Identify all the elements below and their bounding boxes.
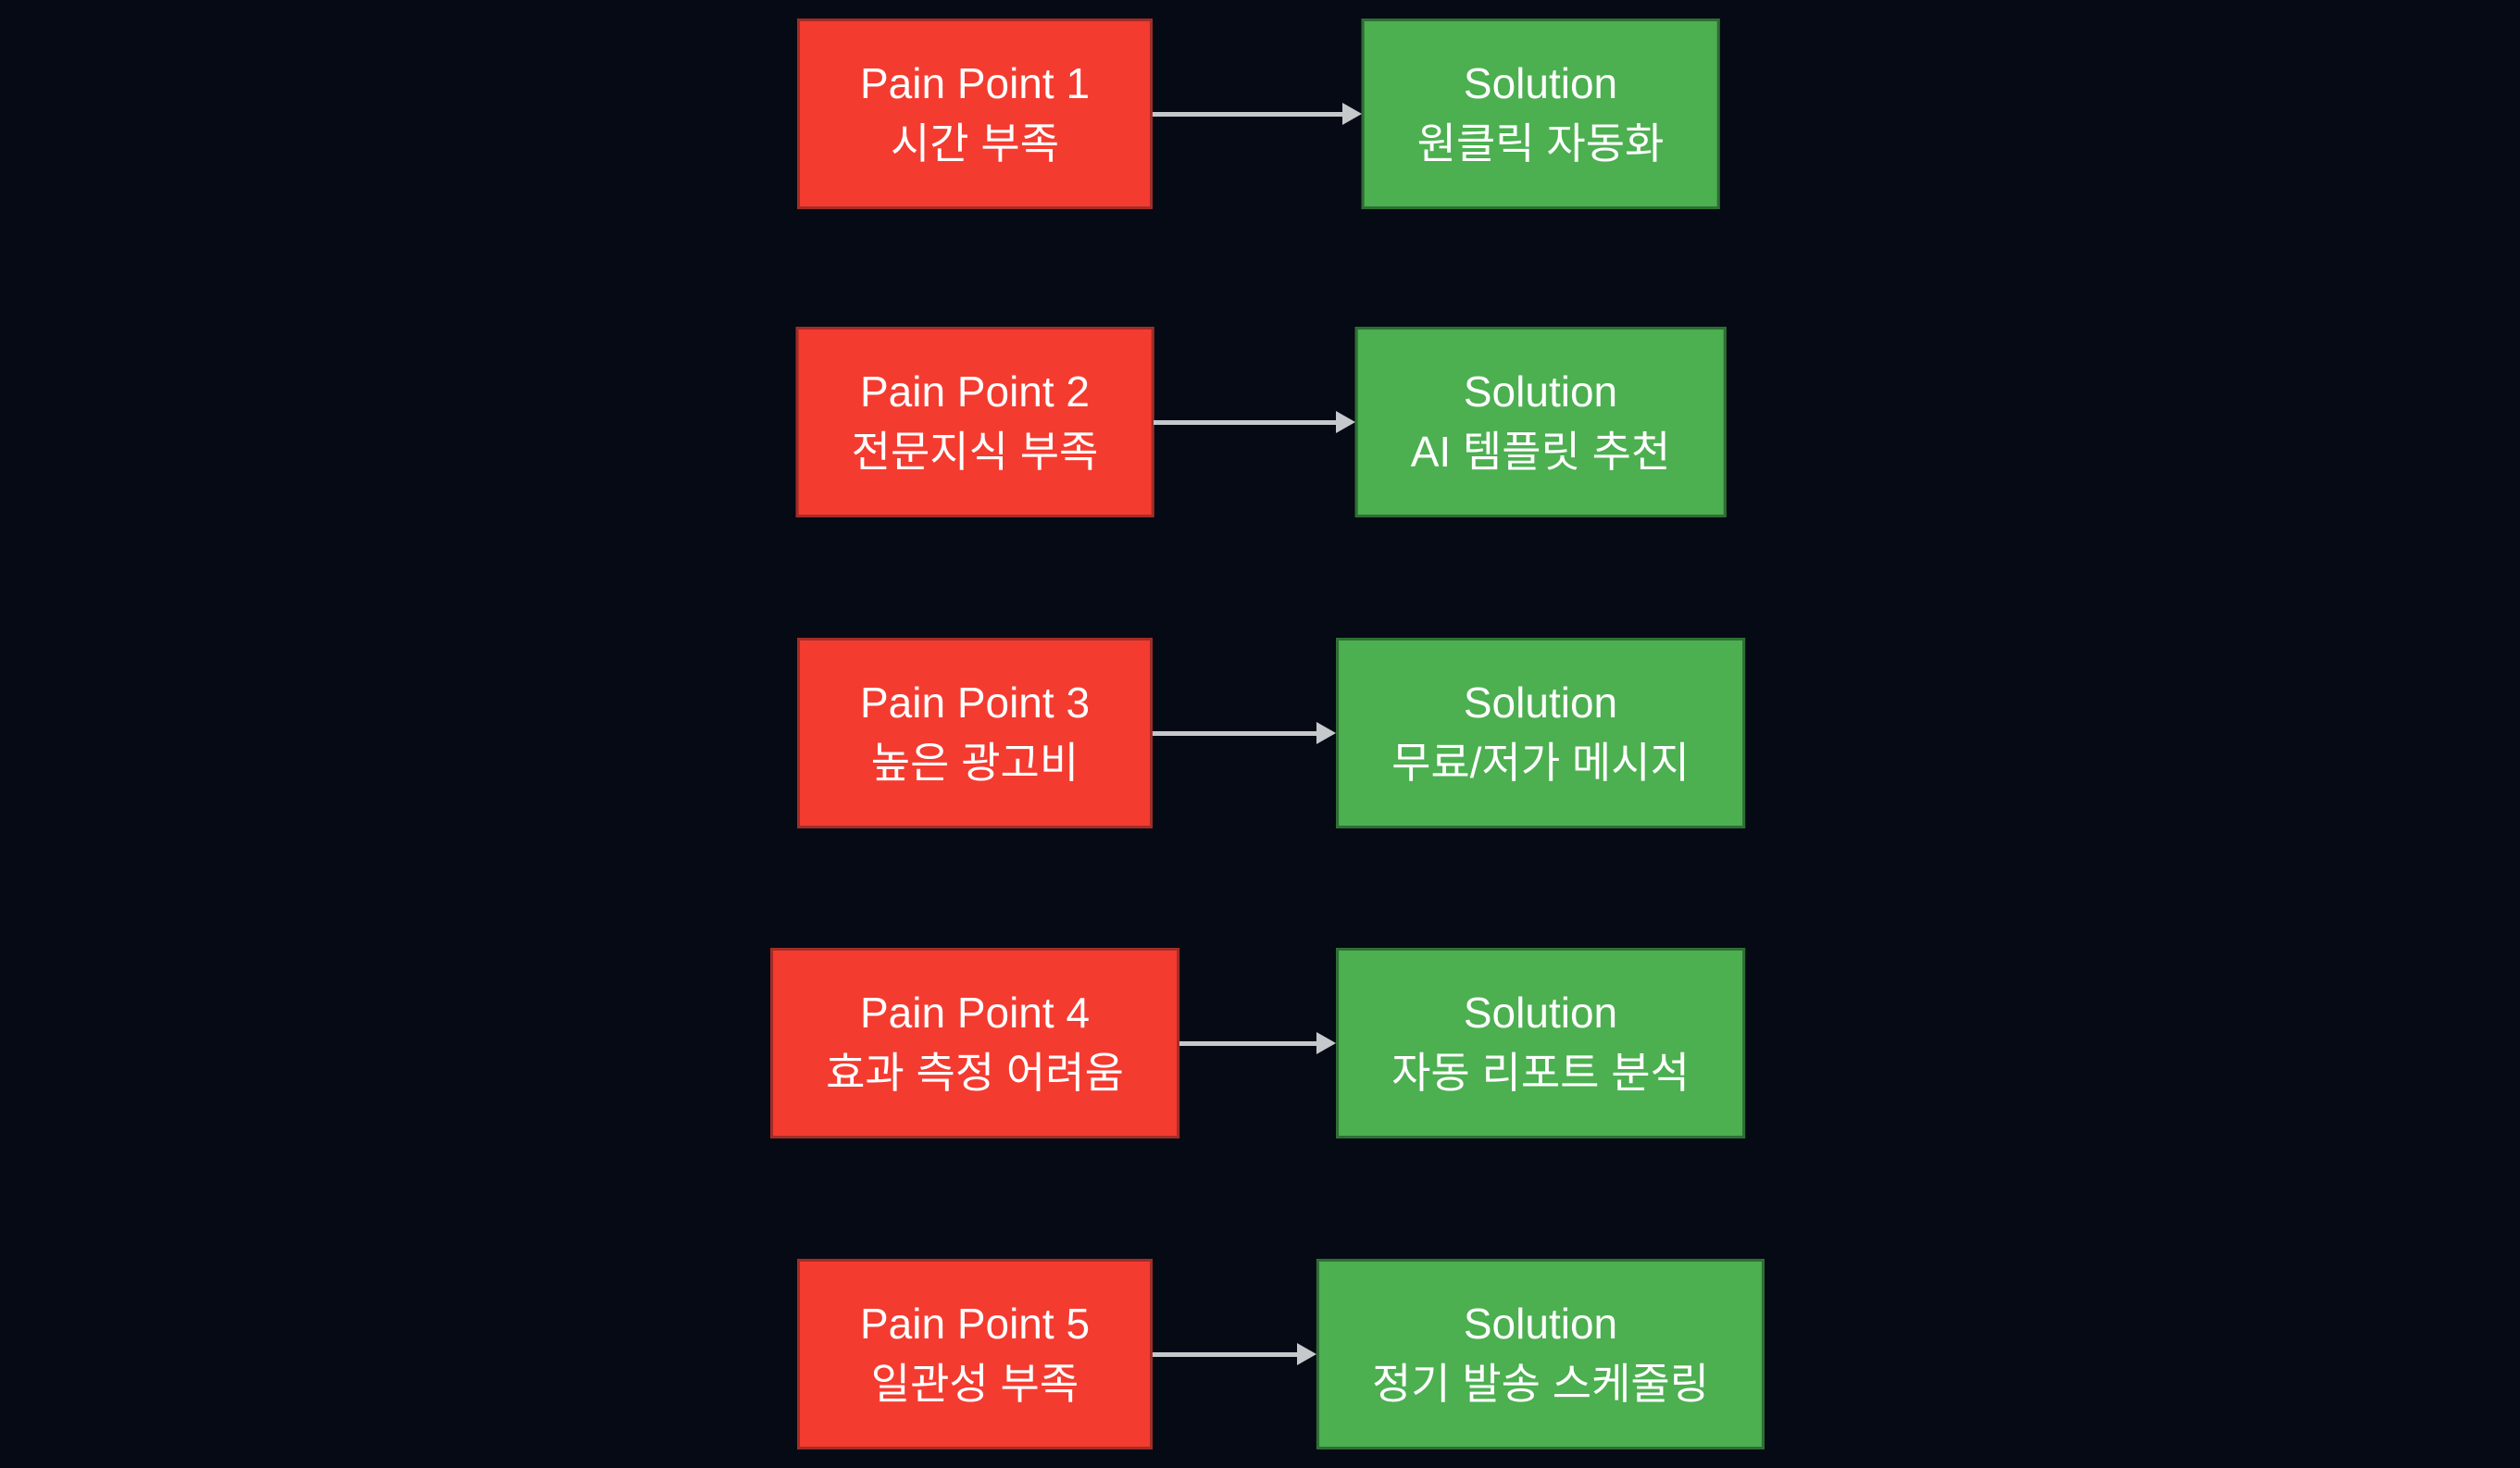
arrow-head-icon <box>1316 722 1337 744</box>
pain-point-title: Pain Point 1 <box>859 59 1091 107</box>
pain-point-title: Pain Point 5 <box>859 1300 1091 1348</box>
connector-arrow <box>1153 103 1362 125</box>
arrow-head-icon <box>1341 103 1362 125</box>
pain-point-box: Pain Point 5 일관성 부족 <box>797 1259 1153 1449</box>
arrow-line <box>1153 1351 1297 1357</box>
arrow-line <box>1154 419 1336 425</box>
solution-subtitle: 정기 발송 스케줄링 <box>1371 1360 1710 1408</box>
solution-title: Solution <box>1463 59 1618 107</box>
arrow-line <box>1179 1040 1317 1046</box>
solution-box: Solution 무료/저가 메시지 <box>1336 638 1745 828</box>
solution-title: Solution <box>1463 678 1618 727</box>
pain-point-box: Pain Point 2 전문지식 부족 <box>795 327 1154 517</box>
solution-box: Solution 정기 발송 스케줄링 <box>1316 1259 1765 1449</box>
solution-title: Solution <box>1463 1300 1618 1348</box>
pain-point-box: Pain Point 4 효과 측정 어려움 <box>770 948 1179 1138</box>
solution-box: Solution 원클릭 자동화 <box>1361 19 1720 209</box>
solution-title: Solution <box>1463 367 1618 416</box>
solution-subtitle: AI 템플릿 추천 <box>1410 428 1671 476</box>
pain-point-title: Pain Point 3 <box>859 678 1091 727</box>
solution-box: Solution 자동 리포트 분석 <box>1336 948 1745 1138</box>
pain-point-subtitle: 효과 측정 어려움 <box>826 1049 1124 1097</box>
pain-point-subtitle: 전문지식 부족 <box>851 428 1099 476</box>
row: Pain Point 3 높은 광고비 Solution 무료/저가 메시지 <box>0 638 2520 828</box>
solution-title: Solution <box>1463 989 1618 1037</box>
solution-subtitle: 원클릭 자동화 <box>1416 119 1665 168</box>
pain-point-title: Pain Point 2 <box>859 367 1091 416</box>
arrow-line <box>1153 730 1317 736</box>
connector-arrow <box>1153 722 1337 744</box>
arrow-head-icon <box>1335 411 1355 433</box>
arrow-line <box>1153 111 1342 117</box>
solution-subtitle: 무료/저가 메시지 <box>1391 739 1690 787</box>
row: Pain Point 2 전문지식 부족 Solution AI 템플릿 추천 <box>0 327 2520 517</box>
pain-point-title: Pain Point 4 <box>859 989 1091 1037</box>
connector-arrow <box>1179 1032 1337 1054</box>
arrow-head-icon <box>1296 1343 1316 1365</box>
pain-point-subtitle: 일관성 부족 <box>870 1360 1079 1408</box>
pain-point-box: Pain Point 1 시간 부족 <box>797 19 1153 209</box>
arrow-head-icon <box>1316 1032 1337 1054</box>
pain-point-box: Pain Point 3 높은 광고비 <box>797 638 1153 828</box>
pain-point-subtitle: 시간 부족 <box>890 119 1060 168</box>
pain-point-subtitle: 높은 광고비 <box>870 739 1079 787</box>
row: Pain Point 5 일관성 부족 Solution 정기 발송 스케줄링 <box>0 1259 2520 1449</box>
solution-box: Solution AI 템플릿 추천 <box>1354 327 1727 517</box>
row: Pain Point 1 시간 부족 Solution 원클릭 자동화 <box>0 19 2520 209</box>
connector-arrow <box>1154 411 1355 433</box>
connector-arrow <box>1153 1343 1316 1365</box>
row: Pain Point 4 효과 측정 어려움 Solution 자동 리포트 분… <box>0 948 2520 1138</box>
solution-subtitle: 자동 리포트 분석 <box>1391 1049 1690 1097</box>
